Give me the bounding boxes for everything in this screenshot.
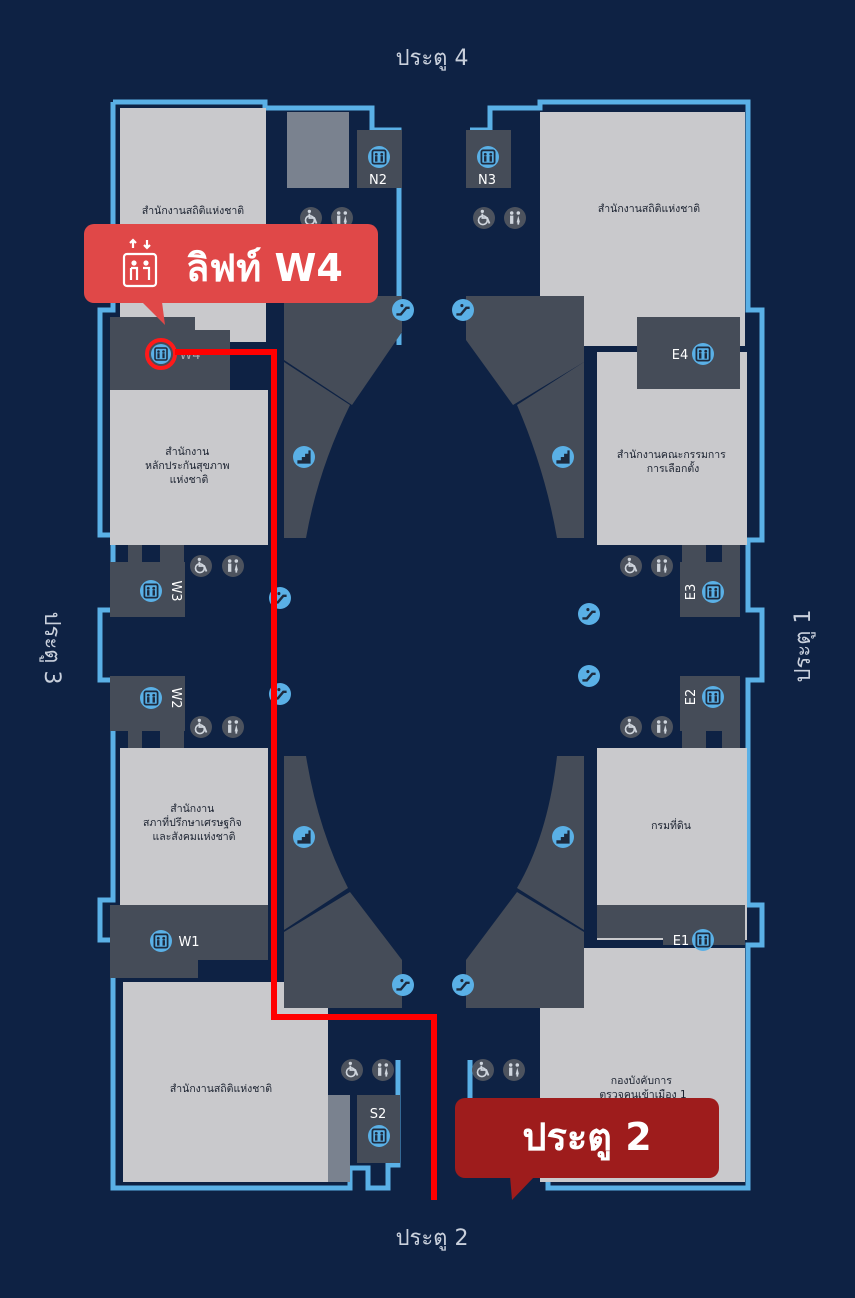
wheelchair-icon xyxy=(472,1059,494,1081)
lift-w2-icon[interactable] xyxy=(140,687,162,709)
lift-w2-label: W2 xyxy=(168,687,183,708)
restroom-icon xyxy=(222,555,244,577)
lift-e4-icon[interactable] xyxy=(692,343,714,365)
wheelchair-icon xyxy=(620,555,642,577)
gate-3-label: ประตู 3 xyxy=(39,612,64,685)
lift-e4-label: E4 xyxy=(672,348,689,363)
room-label-se-bottom: กองบังคับการ ตรวจคนเข้าเมือง 1 xyxy=(599,1075,686,1101)
wheelchair-icon xyxy=(190,555,212,577)
escalator-icon xyxy=(392,974,414,996)
route-path xyxy=(175,349,437,1200)
restroom-icon xyxy=(372,1059,394,1081)
escalator-icon xyxy=(452,299,474,321)
room-sw-bottom xyxy=(123,982,328,1182)
lift-e3-icon[interactable] xyxy=(702,581,724,603)
gate-2-label: ประตู 2 xyxy=(396,1226,469,1251)
lift-w1-icon[interactable] xyxy=(150,930,172,952)
restroom-icon xyxy=(504,207,526,229)
escalator-icon xyxy=(578,603,600,625)
room-label-nw-top: สำนักงานสถิติแห่งชาติ xyxy=(142,205,244,217)
room-label-w-upper: สำนักงาน หลักประกันสุขภาพ แห่งชาติ xyxy=(145,446,233,486)
lift-n2-label: N2 xyxy=(369,173,387,188)
lift-e2-label: E2 xyxy=(684,689,699,706)
wheelchair-icon xyxy=(620,716,642,738)
lift-e1-icon[interactable] xyxy=(692,929,714,951)
restroom-icon xyxy=(651,716,673,738)
gate-2-callout: ประตู 2 xyxy=(455,1098,719,1200)
restroom-icon xyxy=(503,1059,525,1081)
lifts: N2 N3 E4 E3 E2 E1 W3 W2 W1 S2 W4 xyxy=(140,146,724,1147)
room-label-ne-top: สำนักงานสถิติแห่งชาติ xyxy=(598,203,700,215)
lift-w4-callout: ลิฟท์ W4 xyxy=(84,224,378,325)
lift-callout-text: ลิฟท์ W4 xyxy=(186,246,343,290)
stairs-icon xyxy=(293,826,315,848)
wheelchair-icon xyxy=(190,716,212,738)
stairs-icon xyxy=(293,446,315,468)
room-label-e-upper: สำนักงานคณะกรรมการ การเลือกตั้ง xyxy=(617,449,729,475)
lift-e2-icon[interactable] xyxy=(702,686,724,708)
restroom-icon xyxy=(651,555,673,577)
lift-w3-label: W3 xyxy=(168,580,183,601)
lift-n3-label: N3 xyxy=(478,173,496,188)
lift-e1-label: E1 xyxy=(673,934,690,949)
lift-e3-label: E3 xyxy=(684,584,699,601)
room-w-upper xyxy=(110,390,268,545)
lift-w1-label: W1 xyxy=(178,935,199,950)
gate-callout-text: ประตู 2 xyxy=(522,1115,651,1161)
room-labels: สำนักงานสถิติแห่งชาติ สำนักงานสถิติแห่งช… xyxy=(142,203,729,1101)
lift-w3-icon[interactable] xyxy=(140,580,162,602)
lift-n3-icon[interactable] xyxy=(477,146,499,168)
lift-s2-label: S2 xyxy=(370,1107,387,1122)
wheelchair-icon xyxy=(341,1059,363,1081)
restroom-icon xyxy=(222,716,244,738)
wheelchair-icon xyxy=(473,207,495,229)
room-label-e-lower: กรมที่ดิน xyxy=(651,818,691,832)
lift-s2-icon[interactable] xyxy=(368,1125,390,1147)
room-label-w-lower: สำนักงาน สภาที่ปรึกษาเศรษฐกิจ และสังคมแห… xyxy=(143,803,245,843)
gate-1-label: ประตู 1 xyxy=(791,610,816,683)
escalator-icon xyxy=(578,665,600,687)
escalator-icon xyxy=(392,299,414,321)
stairs-icon xyxy=(552,826,574,848)
lift-n2-icon[interactable] xyxy=(368,146,390,168)
gate-4-label: ประตู 4 xyxy=(396,46,469,71)
rooms xyxy=(110,108,747,1182)
escalator-icon xyxy=(452,974,474,996)
room-label-sw-bottom: สำนักงานสถิติแห่งชาติ xyxy=(170,1083,272,1095)
stairs-icon xyxy=(552,446,574,468)
lift-w4-icon[interactable] xyxy=(151,344,171,364)
lift-callout-icon xyxy=(122,238,158,288)
